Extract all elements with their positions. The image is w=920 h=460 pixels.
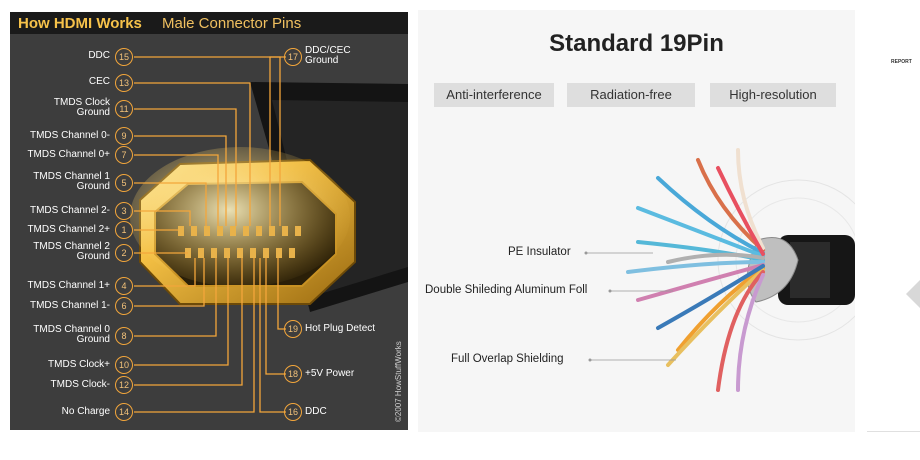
pin-label-18: +5V Power (305, 368, 355, 379)
pin-label-8: TMDS Channel 0 Ground (33, 324, 110, 345)
feature-tag-high-resolution: High-resolution (710, 83, 836, 107)
pin-label-1: TMDS Channel 2+ (27, 224, 110, 235)
callout-pe-insulator: PE Insulator (508, 246, 571, 258)
pin-number-14: 14 (115, 403, 133, 421)
pin-number-12: 12 (115, 376, 133, 394)
header-title-bold: How HDMI Works (18, 15, 142, 32)
pin-row-top (178, 226, 301, 236)
pin-label-14: No Charge (61, 406, 110, 417)
wire-bundle (626, 148, 765, 392)
pin-number-13: 13 (115, 74, 133, 92)
feature-tag-radiation-free: Radiation-free (567, 83, 695, 107)
pin-label-19: Hot Plug Detect (305, 323, 376, 334)
pin-label-10: TMDS Clock+ (48, 359, 110, 370)
pin-label-13: CEC (88, 76, 110, 87)
pin-number-5: 5 (115, 174, 133, 192)
pin-label-9: TMDS Channel 0- (29, 130, 110, 141)
pin-number-10: 10 (115, 356, 133, 374)
pin-number-15: 15 (115, 48, 133, 66)
chevron-left-icon[interactable] (906, 280, 920, 308)
pin-label-11: TMDS Clock Ground (53, 97, 110, 118)
partial-side-panel: REPORT (862, 10, 920, 432)
hdmi-pinout-panel: How HDMI Works Male Connector Pins (10, 12, 408, 430)
callout-overlap-shielding: Full Overlap Shielding (451, 353, 564, 365)
divider (867, 431, 920, 432)
pin-number-8: 8 (115, 327, 133, 345)
pin-label-16: DDC (305, 406, 327, 417)
feature-tag-anti-interference: Anti-interference (434, 83, 554, 107)
pin-number-17: 17 (284, 48, 302, 66)
pin-number-3: 3 (115, 202, 133, 220)
copyright-text: ©2007 HowStuffWorks (394, 341, 403, 422)
pin-number-18: 18 (284, 365, 302, 383)
pin-number-1: 1 (115, 221, 133, 239)
panel-title: Standard 19Pin (549, 30, 724, 57)
pin-number-4: 4 (115, 277, 133, 295)
pin-label-15: DDC (88, 50, 110, 61)
pin-label-17: DDC/CEC Ground (305, 45, 351, 66)
cable-structure-panel: Standard 19Pin Anti-interference Radiati… (418, 10, 855, 432)
pin-label-6: TMDS Channel 1- (29, 300, 110, 311)
panel-header: How HDMI Works Male Connector Pins (10, 12, 408, 34)
pin-number-16: 16 (284, 403, 302, 421)
cable-illustration (584, 148, 855, 392)
pin-number-11: 11 (115, 100, 133, 118)
pin-number-2: 2 (115, 244, 133, 262)
header-title-rest: Male Connector Pins (162, 15, 302, 32)
pin-label-12: TMDS Clock- (50, 379, 110, 390)
connector-illustration (130, 56, 408, 413)
pin-label-3: TMDS Channel 2- (29, 205, 110, 216)
leader-lines (134, 56, 286, 413)
pin-number-7: 7 (115, 146, 133, 164)
pin-label-5: TMDS Channel 1 Ground (33, 171, 110, 192)
pin-row-bottom (185, 248, 295, 258)
pin-number-9: 9 (115, 127, 133, 145)
pin-number-6: 6 (115, 297, 133, 315)
pin-label-4: TMDS Channel 1+ (27, 280, 110, 291)
callout-aluminum-foil: Double Shileding Aluminum Foll (425, 284, 588, 296)
pin-label-2: TMDS Channel 2 Ground (33, 241, 110, 262)
pin-label-7: TMDS Channel 0+ (27, 149, 110, 160)
report-label: REPORT (891, 59, 912, 65)
pin-number-19: 19 (284, 320, 302, 338)
